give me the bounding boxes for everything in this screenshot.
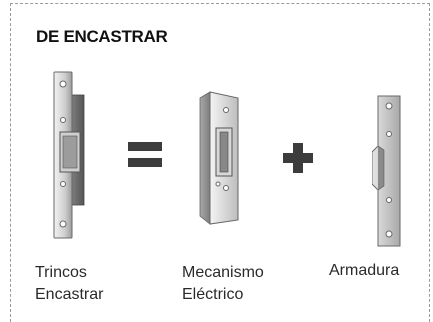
door-strike-assembled-icon — [53, 71, 85, 239]
equals-icon — [128, 142, 162, 167]
label-line1: Armadura — [329, 262, 400, 279]
label-mecanismo-electrico: Mecanismo Eléctrico — [182, 262, 264, 306]
section-frame — [10, 3, 430, 322]
plus-icon — [283, 143, 313, 173]
section-title: DE ENCASTRAR — [36, 27, 168, 46]
label-trincos-encastrar: Trincos Encastrar — [35, 262, 103, 306]
label-line2: Eléctrico — [182, 286, 244, 303]
label-line2: Encastrar — [35, 286, 104, 303]
electric-mechanism-icon — [199, 91, 239, 225]
strike-plate-icon — [372, 95, 401, 247]
label-line1: Trincos — [35, 264, 87, 281]
label-armadura: Armadura — [329, 260, 399, 282]
label-line1: Mecanismo — [182, 264, 264, 281]
